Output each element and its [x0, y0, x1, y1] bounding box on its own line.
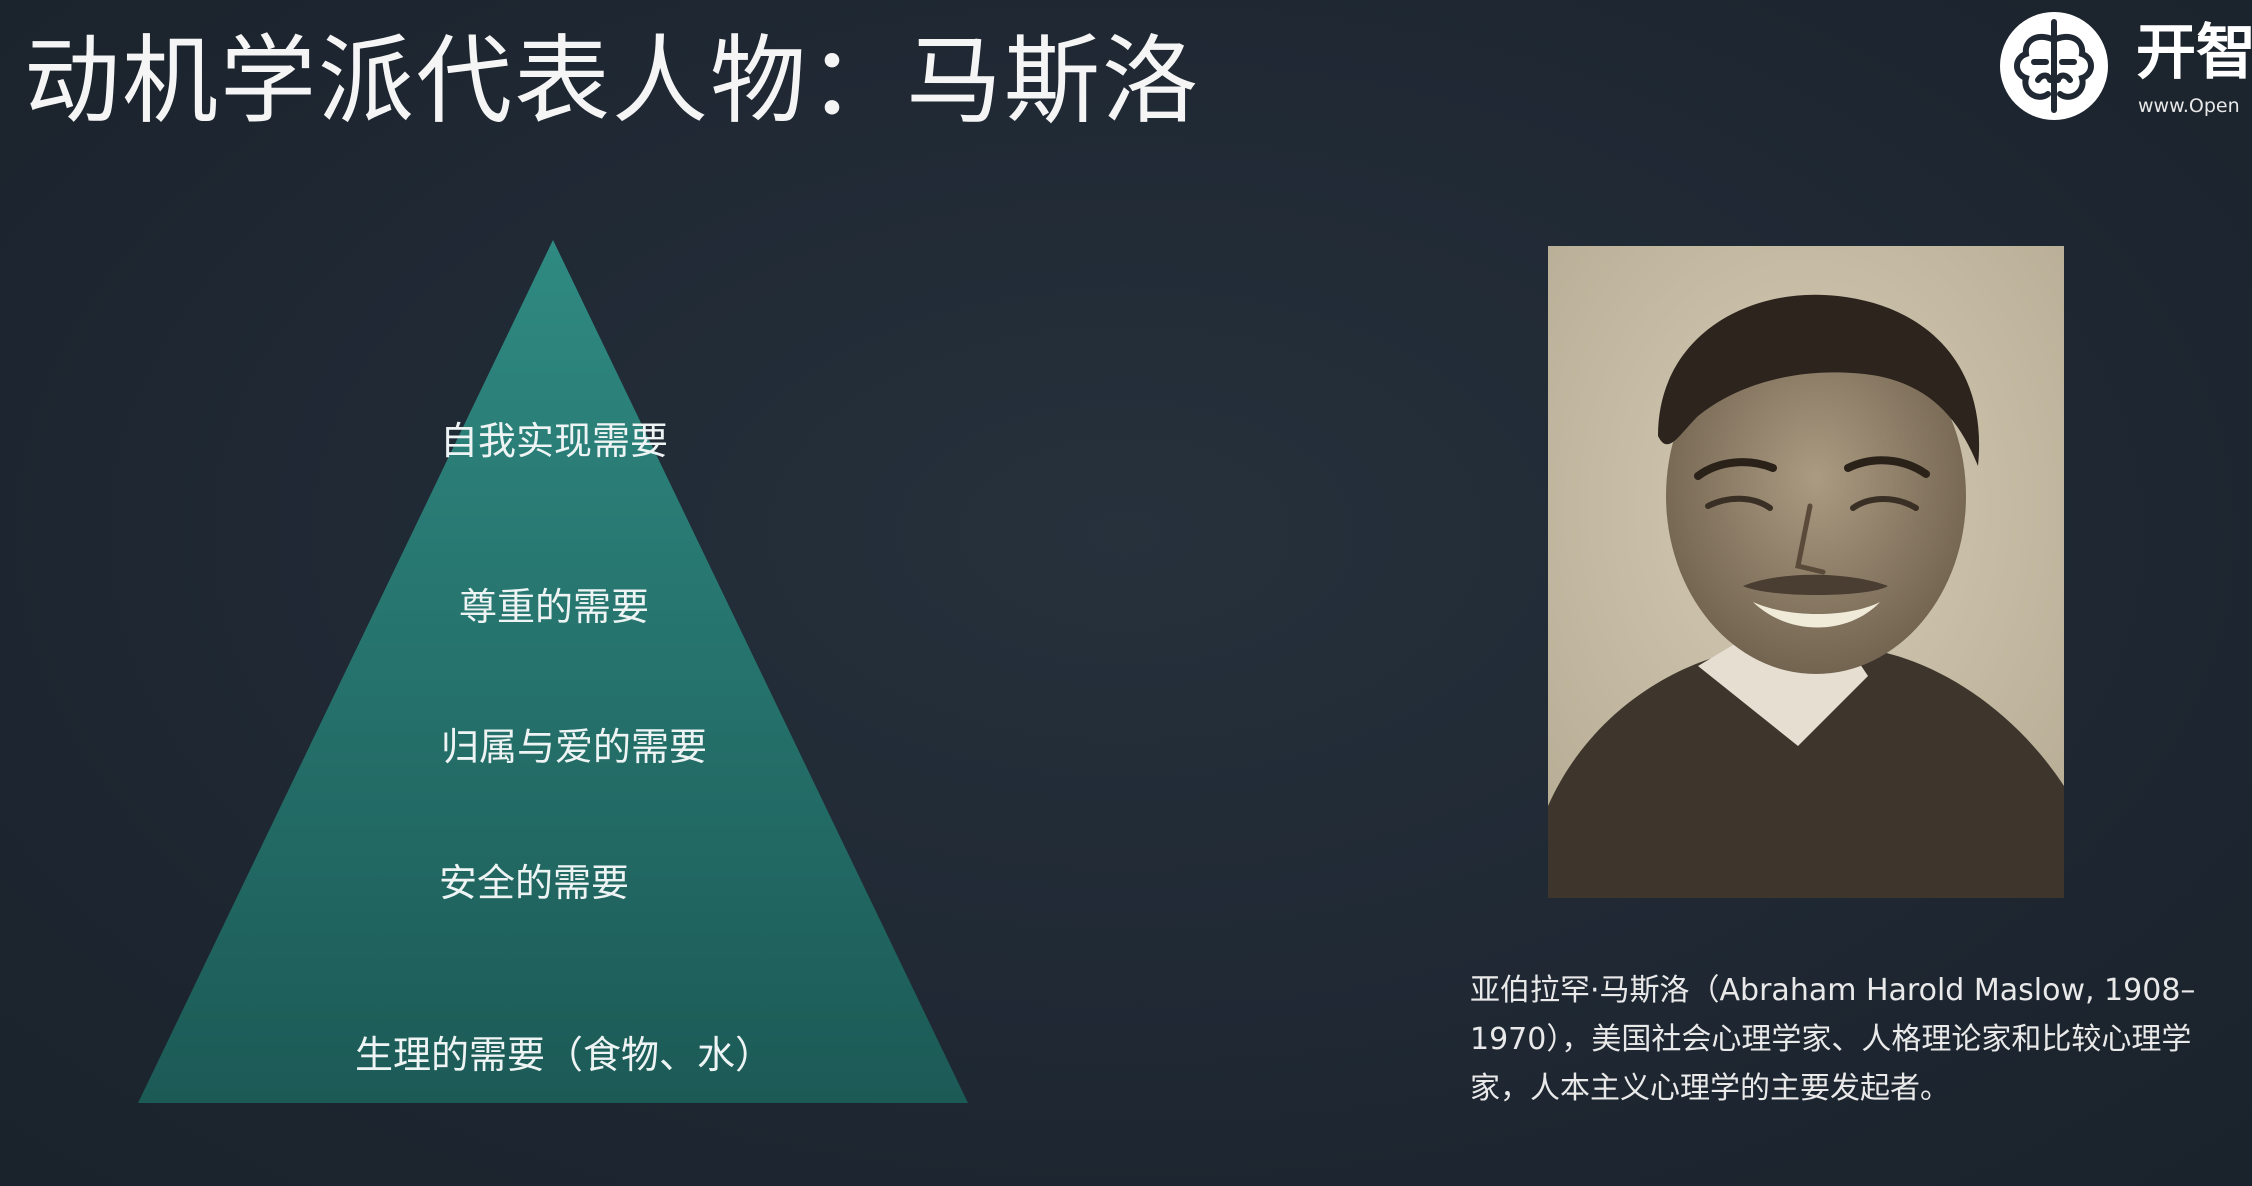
maslow-pyramid: 自我实现需要 尊重的需要 归属与爱的需要 安全的需要 生理的需要（食物、水）: [130, 230, 980, 1110]
logo-name: 开智: [2136, 18, 2252, 88]
pyramid-triangle: [138, 240, 968, 1103]
portrait-caption: 亚伯拉罕·马斯洛（Abraham Harold Maslow, 1908–197…: [1470, 973, 2196, 1106]
pyramid-level-esteem: 尊重的需要: [458, 585, 650, 629]
logo-url: www.Open: [2138, 95, 2240, 117]
pyramid-level-physiological: 生理的需要（食物、水）: [354, 1033, 774, 1077]
pyramid-level-belonging: 归属与爱的需要: [440, 725, 708, 769]
pyramid-level-safety: 安全的需要: [438, 861, 630, 905]
pyramid-shape: [138, 240, 968, 1103]
brain-logo-icon: [2000, 12, 2108, 120]
portrait-photo-icon: [1548, 246, 2064, 898]
pyramid-level-self-actualization: 自我实现需要: [439, 419, 669, 463]
slide-title: 动机学派代表人物：马斯洛: [24, 25, 1200, 137]
logo: 开智 www.Open: [1990, 6, 2252, 126]
maslow-portrait: [1548, 246, 2064, 898]
